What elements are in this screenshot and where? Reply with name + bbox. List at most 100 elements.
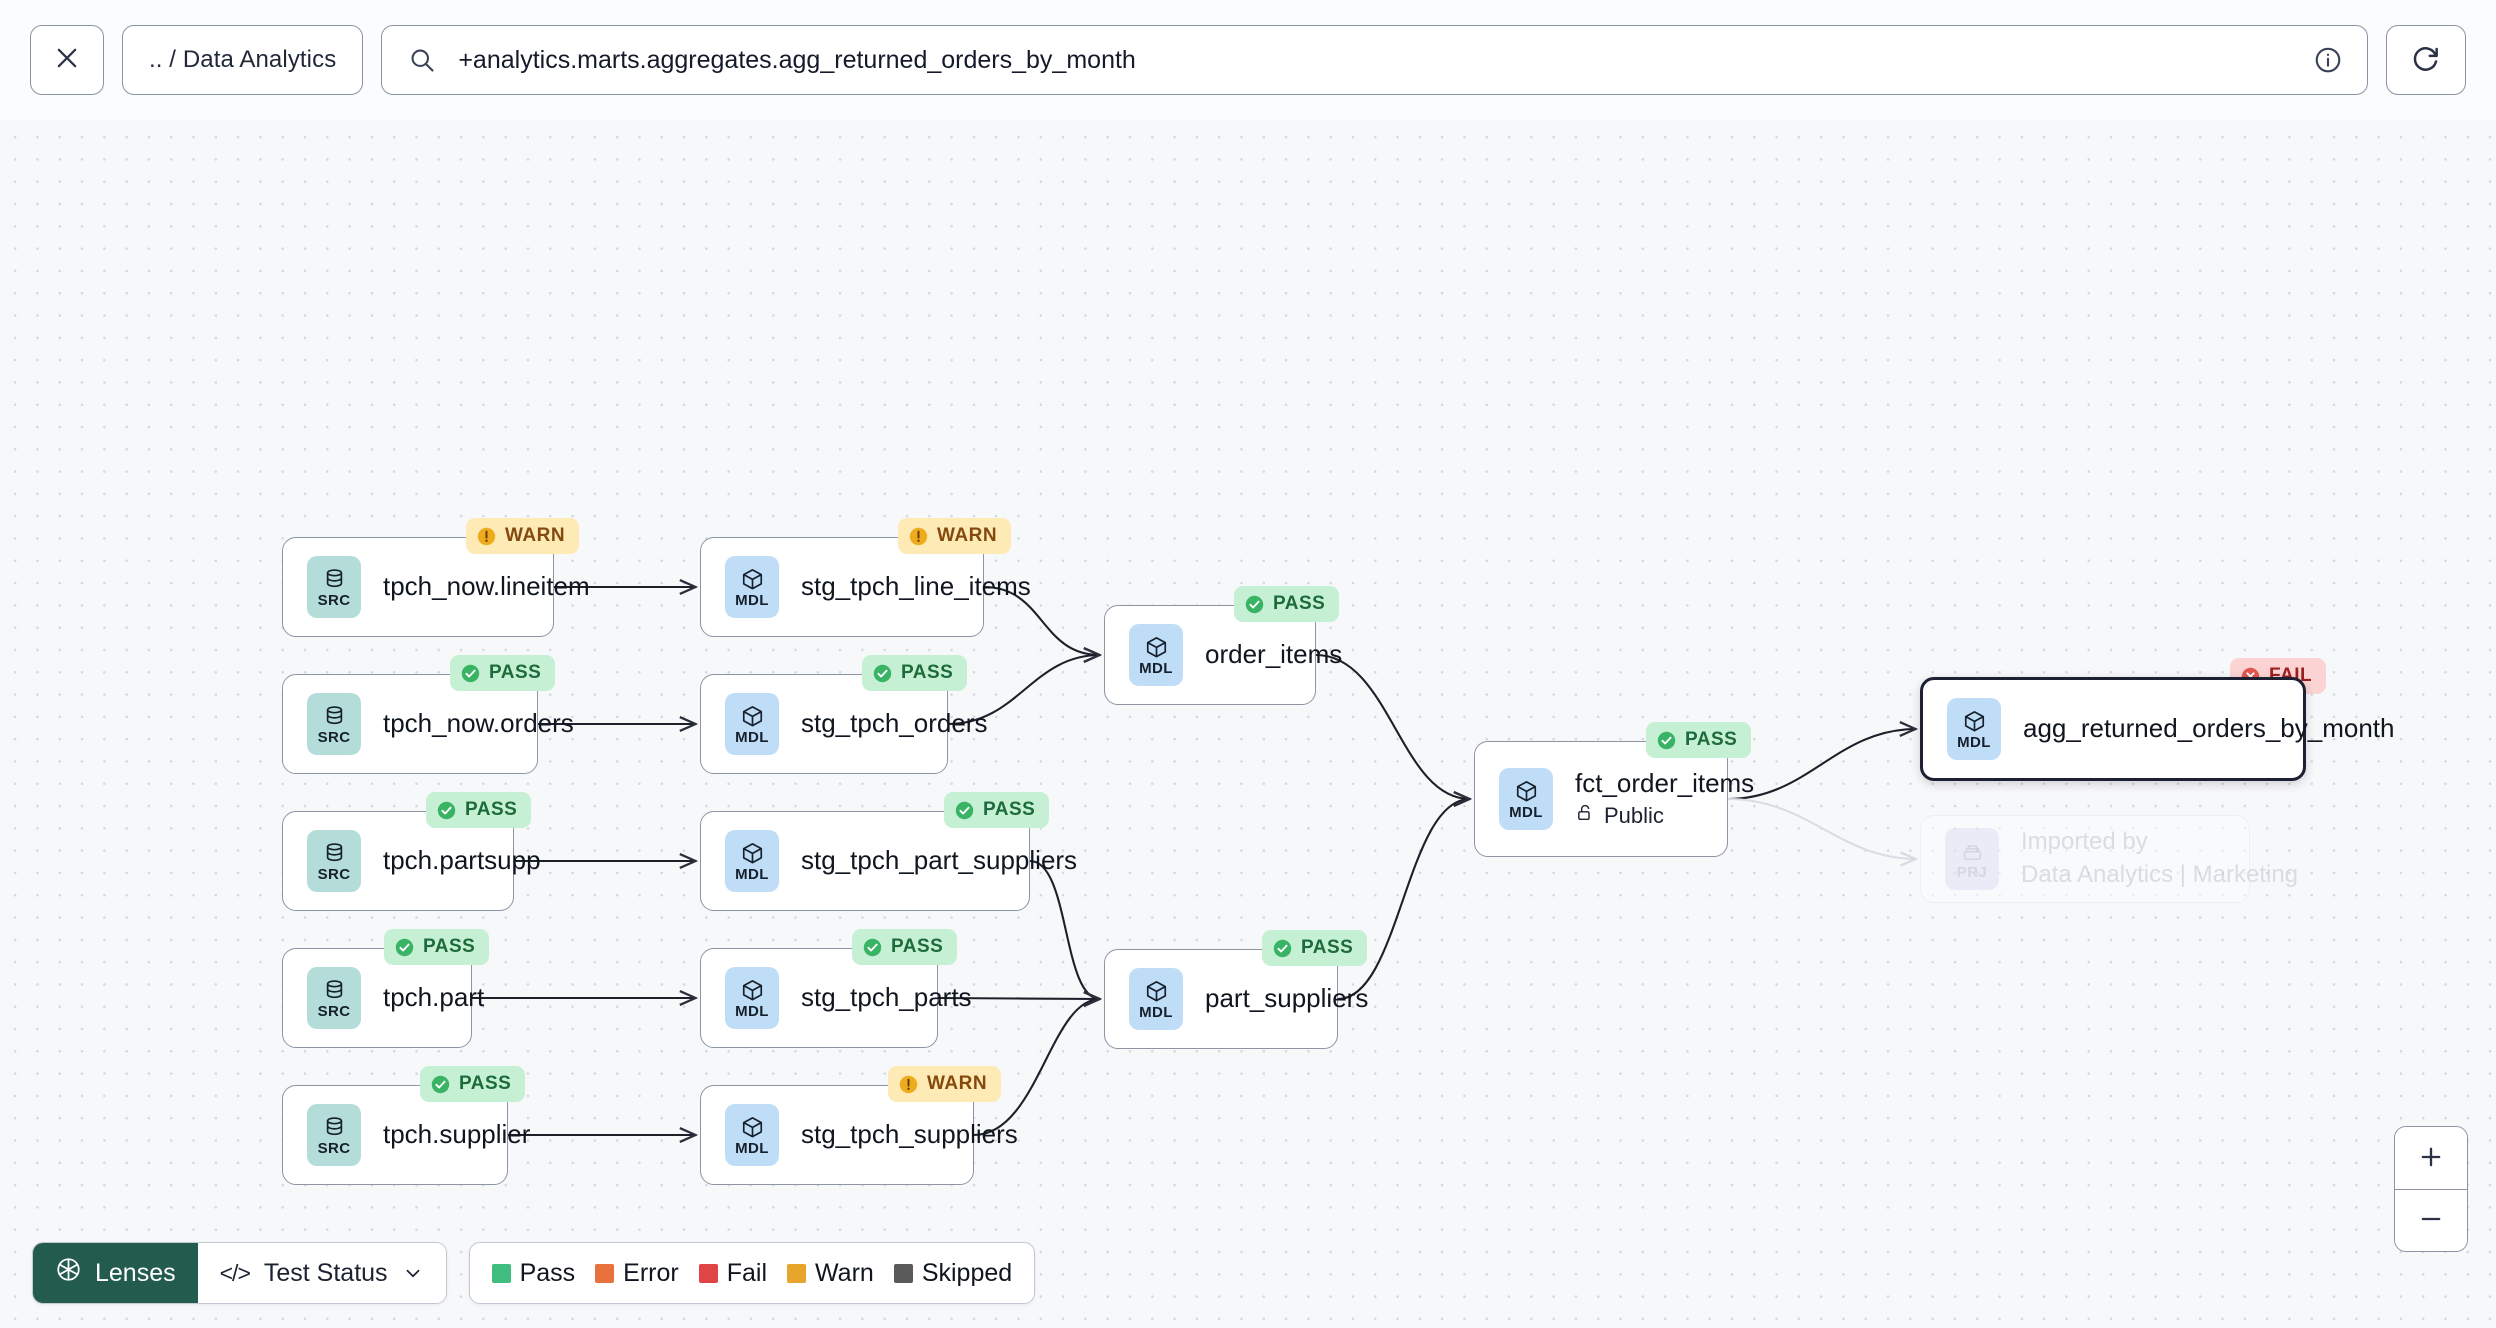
legend-item-error[interactable]: Error bbox=[595, 1259, 679, 1288]
status-badge-label: PASS bbox=[901, 662, 954, 683]
node-type-label: SRC bbox=[317, 1002, 351, 1020]
lenses-label: Lenses bbox=[95, 1258, 176, 1287]
cube-icon: MDL bbox=[1129, 624, 1183, 686]
search-input[interactable] bbox=[458, 45, 2291, 75]
status-badge-label: PASS bbox=[1685, 729, 1738, 750]
status-badge-stg_tpch_line_items[interactable]: WARN bbox=[898, 518, 1012, 554]
search-icon bbox=[408, 46, 436, 74]
node-text: tpch.partsupp bbox=[383, 845, 541, 876]
legend-item-warn[interactable]: Warn bbox=[787, 1259, 874, 1288]
node-title: agg_returned_orders_by_month bbox=[2023, 713, 2395, 744]
status-badge-tpch_part[interactable]: PASS bbox=[384, 929, 490, 965]
node-type-label: PRJ bbox=[1956, 863, 1988, 881]
node-title: order_items bbox=[1205, 639, 1343, 670]
alert-circle-icon bbox=[899, 1075, 918, 1094]
legend-item-pass[interactable]: Pass bbox=[491, 1259, 575, 1288]
node-type-label: MDL bbox=[1139, 1003, 1173, 1021]
close-button[interactable] bbox=[30, 25, 104, 95]
unlock-icon bbox=[1575, 803, 1595, 829]
legend-item-skipped[interactable]: Skipped bbox=[893, 1258, 1013, 1288]
status-badge-part_suppliers[interactable]: PASS bbox=[1262, 930, 1368, 966]
status-badge-tpch_now_orders[interactable]: PASS bbox=[450, 655, 556, 691]
legend-item-fail[interactable]: Fail bbox=[698, 1259, 767, 1288]
status-badge-stg_tpch_orders[interactable]: PASS bbox=[862, 655, 968, 691]
cube-icon: MDL bbox=[725, 1104, 779, 1166]
cube-icon: MDL bbox=[1499, 768, 1553, 830]
refresh-button[interactable] bbox=[2386, 25, 2466, 95]
lineage-edges bbox=[472, 120, 2496, 1328]
node-subtitle: Data Analytics | Marketing bbox=[2021, 861, 2298, 889]
status-badge-stg_tpch_suppliers[interactable]: WARN bbox=[888, 1066, 1002, 1102]
legend-swatch-fail bbox=[698, 1263, 718, 1283]
search-bar[interactable] bbox=[381, 25, 2368, 95]
node-text: order_items bbox=[1205, 639, 1343, 670]
node-title: stg_tpch_part_suppliers bbox=[801, 845, 1078, 876]
graph-node-tpch_part[interactable]: SRC tpch.part bbox=[282, 948, 485, 1048]
database-icon: SRC bbox=[307, 693, 361, 755]
node-text: stg_tpch_parts bbox=[801, 983, 972, 1012]
node-title: stg_tpch_suppliers bbox=[801, 1119, 1018, 1150]
refresh-icon bbox=[2410, 42, 2442, 79]
zoom-in-button[interactable] bbox=[2395, 1127, 2467, 1189]
cube-icon: MDL bbox=[725, 967, 779, 1029]
node-subtitle-label: Public bbox=[1604, 803, 1664, 829]
node-text: tpch.supplier bbox=[383, 1119, 531, 1150]
node-subtitle: Public bbox=[1575, 803, 1727, 829]
check-circle-icon bbox=[431, 1075, 450, 1094]
node-title: tpch.part bbox=[383, 982, 485, 1013]
node-text: stg_tpch_suppliers bbox=[801, 1119, 1018, 1150]
node-title: fct_order_items bbox=[1575, 767, 1755, 798]
status-badge-stg_tpch_parts[interactable]: PASS bbox=[852, 929, 958, 965]
status-badge-tpch_partsupp[interactable]: PASS bbox=[426, 792, 532, 828]
node-text: stg_tpch_part_suppliers bbox=[801, 845, 1078, 876]
status-badge-label: PASS bbox=[891, 936, 944, 957]
legend-swatch-skipped bbox=[893, 1263, 913, 1283]
chevron-down-icon bbox=[402, 1262, 424, 1284]
node-title: part_suppliers bbox=[1205, 983, 1369, 1014]
check-circle-icon bbox=[437, 801, 456, 820]
status-badge-stg_tpch_part_supp[interactable]: PASS bbox=[944, 792, 1050, 828]
graph-node-tpch_supplier[interactable]: SRC tpch.supplier bbox=[282, 1085, 531, 1185]
node-text: stg_tpch_line_items bbox=[801, 572, 1031, 601]
status-badge-label: PASS bbox=[423, 936, 476, 957]
check-circle-icon bbox=[873, 664, 892, 683]
node-type-label: MDL bbox=[735, 1002, 769, 1020]
node-title: tpch.supplier bbox=[383, 1119, 531, 1150]
breadcrumb[interactable]: .. / Data Analytics bbox=[122, 25, 364, 95]
check-circle-icon bbox=[1245, 595, 1264, 614]
node-type-label: SRC bbox=[317, 1139, 351, 1157]
check-circle-icon bbox=[1273, 939, 1292, 958]
status-badge-fct_order_items[interactable]: PASS bbox=[1646, 722, 1752, 758]
node-type-label: MDL bbox=[735, 1139, 769, 1157]
code-icon: </> bbox=[219, 1259, 251, 1286]
graph-node-order_items[interactable]: MDL order_items bbox=[1104, 605, 1343, 705]
status-badge-label: PASS bbox=[1273, 593, 1326, 614]
legend-label: Warn bbox=[815, 1258, 874, 1287]
test-status-dropdown[interactable]: </> Test Status bbox=[197, 1243, 446, 1303]
legend-swatch-warn bbox=[787, 1263, 807, 1283]
legend-swatch-pass bbox=[491, 1263, 511, 1283]
status-legend: Pass Error Fail Warn Skipped bbox=[468, 1242, 1036, 1304]
plus-icon bbox=[2417, 1143, 2445, 1174]
database-icon: SRC bbox=[307, 967, 361, 1029]
close-icon bbox=[53, 44, 81, 77]
status-badge-tpch_now_lineitem[interactable]: WARN bbox=[466, 518, 580, 554]
check-circle-icon bbox=[1657, 731, 1676, 750]
cube-icon: MDL bbox=[725, 556, 779, 618]
status-badge-tpch_supplier[interactable]: PASS bbox=[420, 1066, 526, 1102]
alert-circle-icon bbox=[909, 527, 928, 546]
zoom-controls bbox=[2394, 1126, 2468, 1252]
zoom-out-button[interactable] bbox=[2395, 1189, 2467, 1251]
check-circle-icon bbox=[863, 938, 882, 957]
status-badge-order_items[interactable]: PASS bbox=[1234, 586, 1340, 622]
node-title: tpch.partsupp bbox=[383, 845, 541, 876]
graph-node-part_suppliers[interactable]: MDL part_suppliers bbox=[1104, 949, 1369, 1049]
legend-label: Skipped bbox=[921, 1258, 1013, 1287]
info-icon[interactable] bbox=[2313, 45, 2343, 75]
lenses-button[interactable]: Lenses bbox=[33, 1243, 198, 1303]
